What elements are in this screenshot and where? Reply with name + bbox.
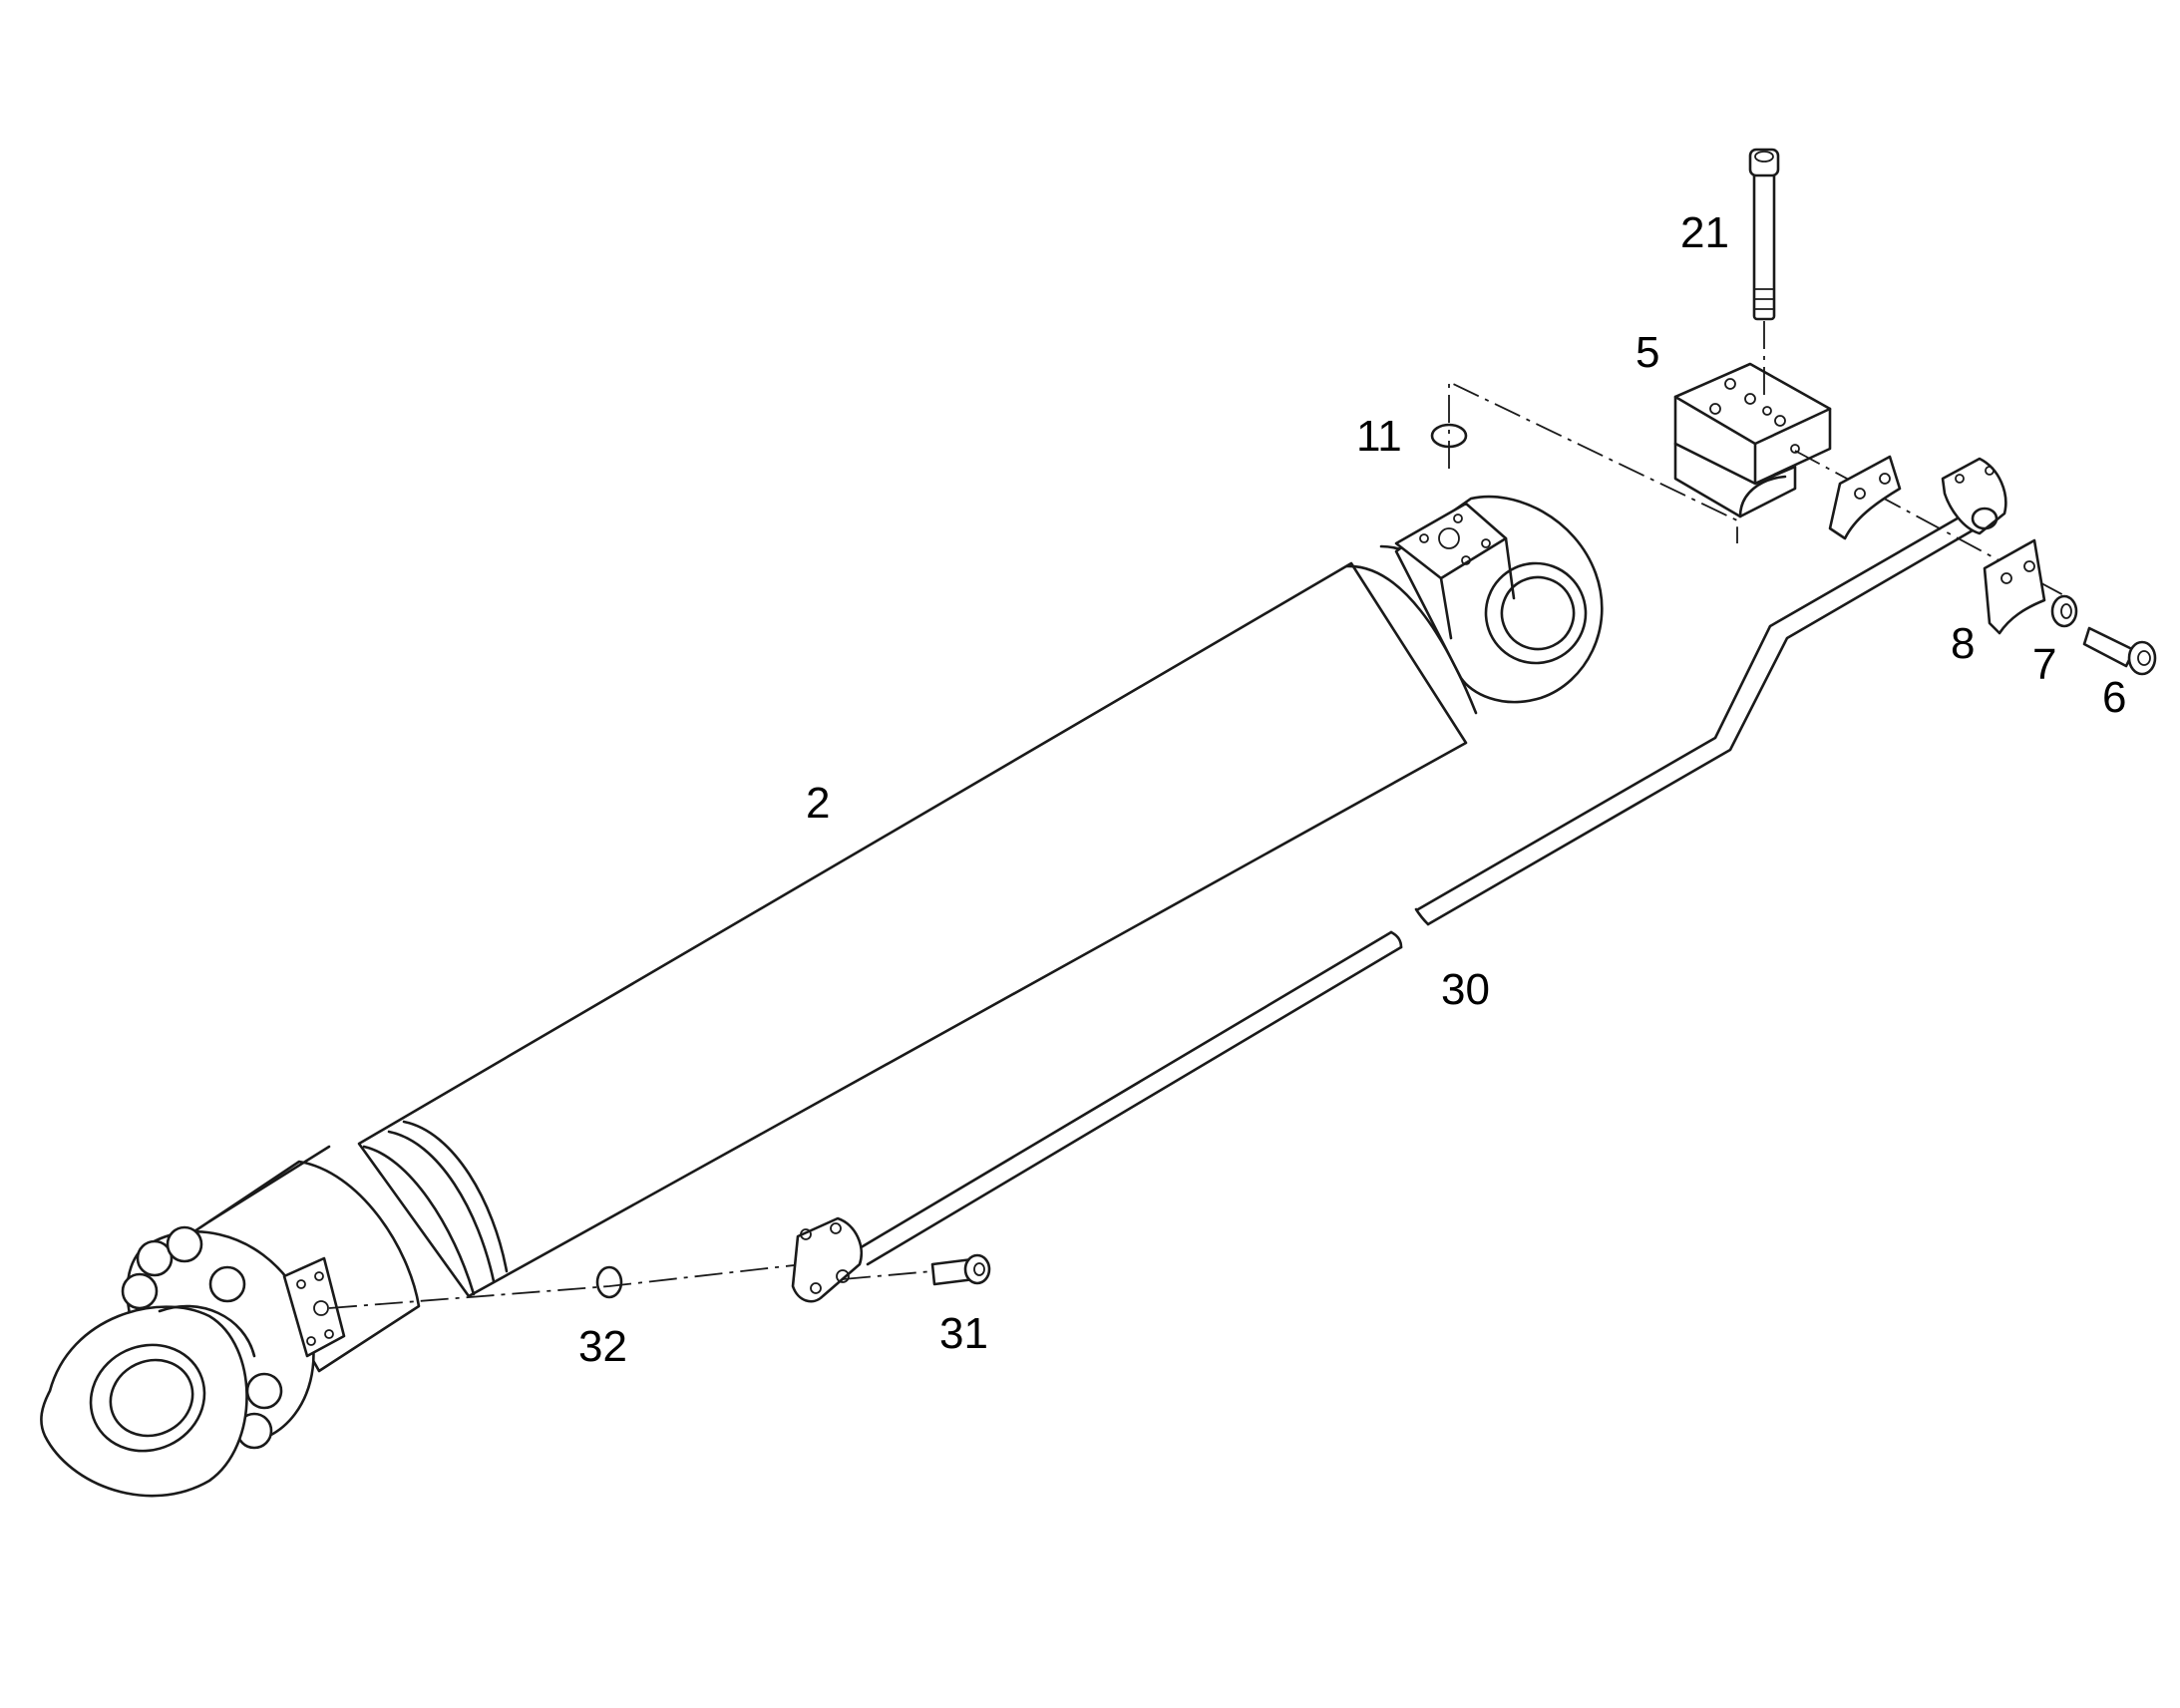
callout-part-21: 21 — [1680, 208, 1729, 257]
bolt-part-31 — [930, 1253, 991, 1286]
callout-part-5: 5 — [1635, 328, 1659, 377]
callout-part-2: 2 — [806, 779, 830, 828]
flange-bolt — [208, 1265, 246, 1303]
flange-bolt — [136, 1239, 174, 1277]
washer-part-7 — [2050, 594, 2078, 628]
callout-part-8: 8 — [1951, 619, 1975, 668]
callout-part-6: 6 — [2102, 673, 2126, 722]
callout-part-11: 11 — [1356, 412, 1402, 461]
callout-part-31: 31 — [939, 1309, 988, 1358]
bolt-part-21 — [1748, 148, 1780, 321]
o-ring-part-32 — [595, 1265, 623, 1299]
callout-part-7: 7 — [2032, 640, 2056, 689]
hydraulic-tube-part-30 — [791, 457, 2007, 1303]
flange-bolt — [245, 1372, 283, 1410]
mounting-block-part-5 — [1673, 362, 1832, 518]
flange-bolt — [166, 1225, 203, 1263]
callout-part-30: 30 — [1441, 965, 1490, 1014]
bolt-part-6 — [2082, 626, 2157, 676]
flange-bolt — [121, 1272, 159, 1310]
callout-part-32: 32 — [578, 1322, 627, 1371]
clamp-part-8 — [1828, 455, 2046, 635]
assembly-centerlines — [328, 321, 2070, 1309]
cylinder-barrel-part-2 — [40, 495, 1604, 1498]
